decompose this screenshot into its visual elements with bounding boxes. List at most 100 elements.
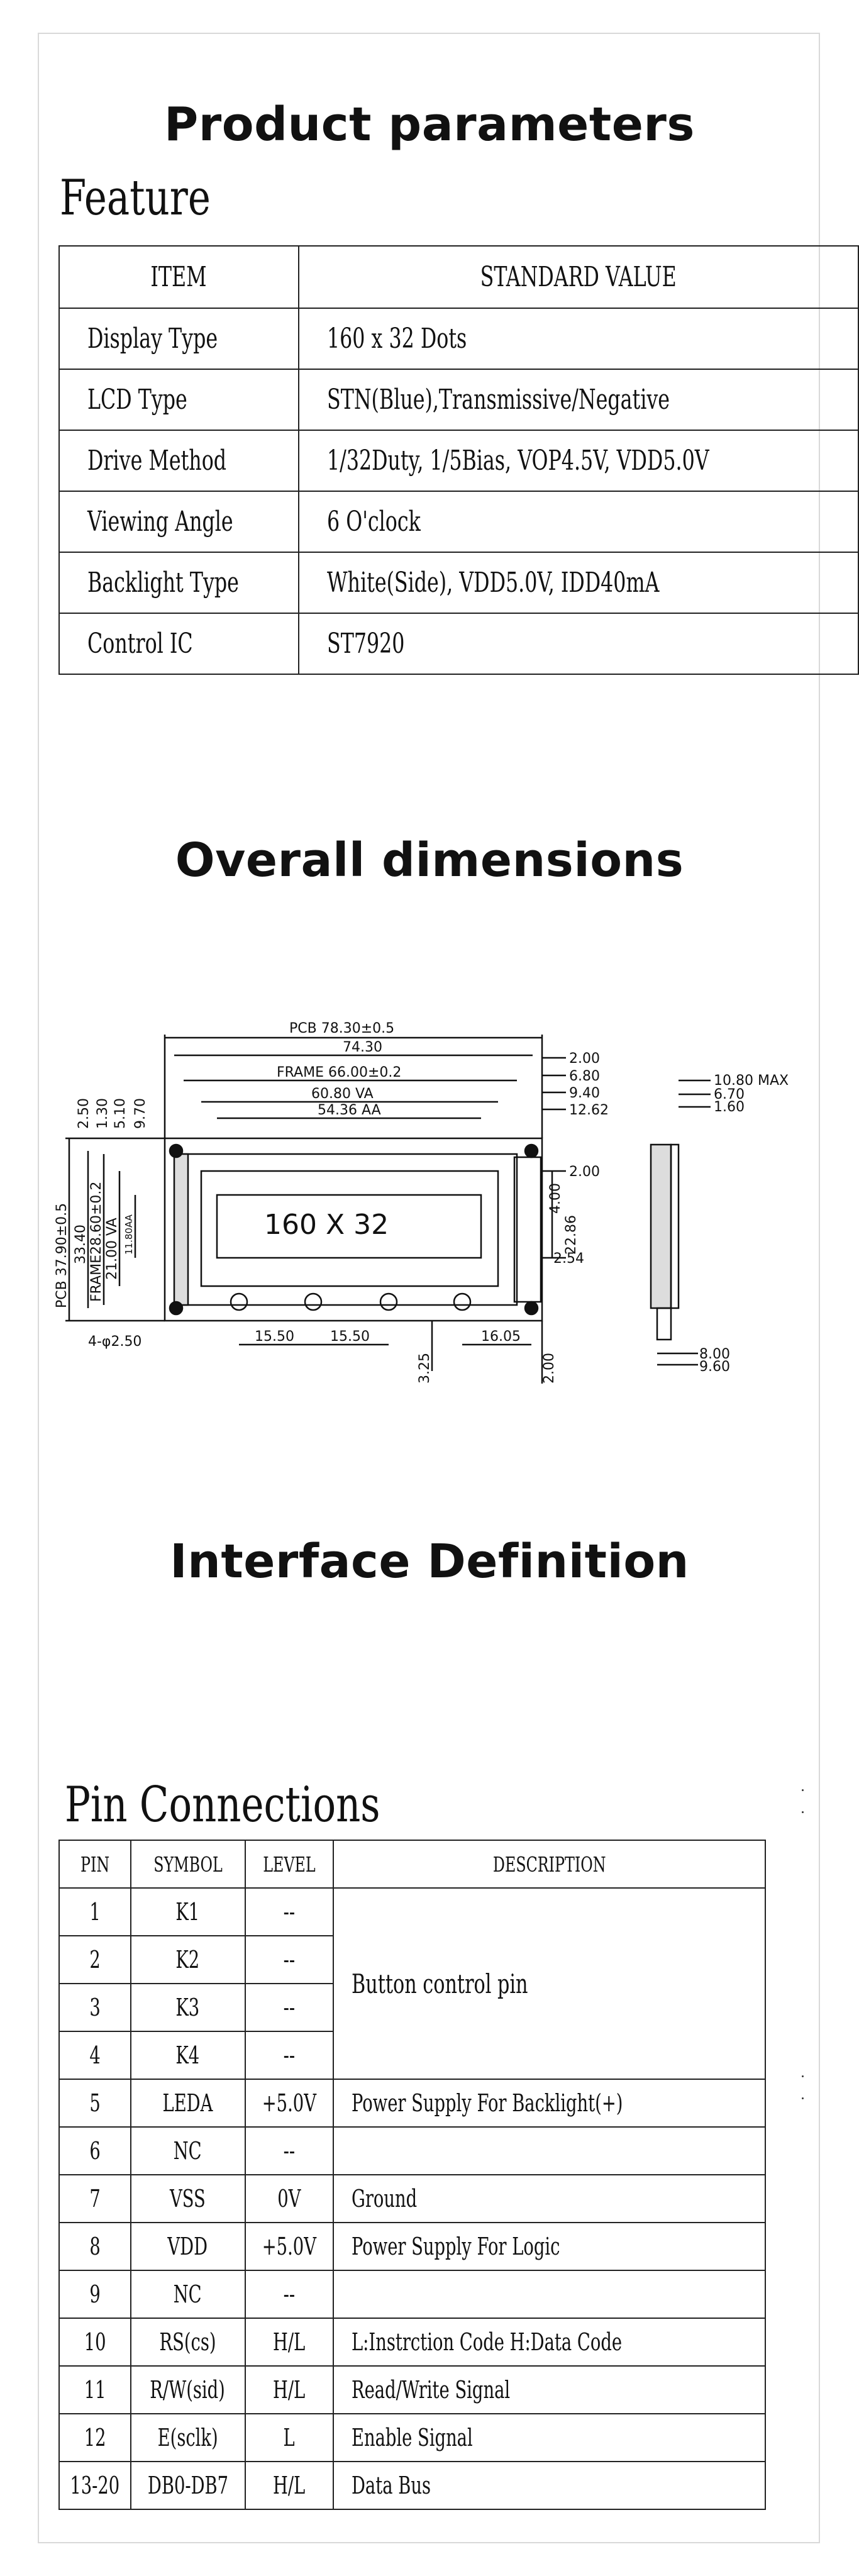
dim-6-80: 6.80 [569,1069,600,1084]
table-row: 13-20 DB0-DB7 H/L Data Bus [58,2461,767,2510]
dim-side-6-70: 6.70 [714,1087,745,1102]
pin-description-buttons: Button control pin [351,1968,528,1999]
mounting-hole [524,1143,539,1158]
pin-level: -- [283,2041,295,2069]
table-row: 10 RS(cs) H/L L:Instrction Code H:Data C… [58,2318,767,2367]
pin-description: Enable Signal [351,2424,473,2451]
dim-va-width: 60.80 VA [311,1086,374,1102]
header-description: DESCRIPTION [492,1852,606,1877]
pin-symbol: VDD [167,2233,208,2260]
dim-22-86: 22.86 [563,1215,579,1255]
table-row: LCD Type STN(Blue),Transmissive/Negative [58,369,859,431]
table-row: 2 K2 -- [58,1935,765,1984]
pin-symbol: LEDA [162,2089,213,2117]
dim-aa-height: 11.80AA [123,1214,135,1255]
dim-2-00-top: 2.00 [569,1051,600,1067]
dot-mark [802,2097,804,2099]
feature-value: White(Side), VDD5.0V, IDD40mA [326,567,659,599]
pin-number: 10 [84,2328,106,2356]
left-connector [173,1153,189,1306]
feature-item: Viewing Angle [87,506,233,538]
pin-number: 9 [89,2280,101,2308]
feature-value: 1/32Duty, 1/5Bias, VOP4.5V, VDD5.0V [326,445,709,477]
header-item: ITEM [58,245,299,309]
feature-value: STN(Blue),Transmissive/Negative [326,384,670,416]
feature-item: Drive Method [87,445,227,477]
button-k3 [379,1292,398,1311]
dimension-drawing-svg: PCB 78.30±0.5 74.30 FRAME 66.00±0.2 60.8… [54,1021,789,1384]
page-border [38,33,820,2543]
pin-number: 3 [89,1994,101,2021]
pin-number: 6 [89,2137,101,2165]
table-row: 11 R/W(sid) H/L Read/Write Signal [58,2365,767,2414]
dim-74-30: 74.30 [343,1040,382,1055]
pin-number: 4 [89,2041,101,2069]
header-symbol: SYMBOL [153,1852,223,1877]
feature-value: 160 x 32 Dots [326,323,467,355]
pin-level: -- [283,1898,295,1926]
aa-window [216,1194,482,1259]
pin-symbol: NC [174,2137,202,2165]
pin-number: 7 [89,2185,101,2212]
side-view-pin [656,1307,672,1341]
table-row: Display Type 160 x 32 Dots [58,308,859,370]
pin-level: 0V [277,2185,301,2212]
pin-table: PIN SYMBOL LEVEL DESCRIPTION 1 K1 -- But… [58,1840,767,2510]
dim-frame-height: FRAME28.60±0.2 [89,1182,104,1302]
side-view-pcb [670,1143,680,1309]
table-row: 5 LEDA +5.0V Power Supply For Backlight(… [58,2079,767,2128]
dim-4-00: 4.00 [548,1183,563,1214]
pin-description: Power Supply For Logic [351,2233,560,2260]
dot-mark [802,1811,804,1813]
table-row: 9 NC -- [58,2270,767,2319]
dim-hole: 4-φ2.50 [88,1334,141,1350]
section-title-interface-definition: Interface Definition [170,1535,689,1589]
pin-description: Read/Write Signal [351,2376,510,2404]
va-outline [200,1170,499,1287]
header-level: LEVEL [262,1852,316,1877]
feature-item: LCD Type [87,384,187,416]
dot-mark [802,1789,804,1791]
feature-item: Backlight Type [87,567,239,599]
pin-symbol: K1 [175,1898,200,1926]
dim-2-00-right: 2.00 [569,1164,600,1180]
button-k4 [453,1292,472,1311]
pin-number: 2 [89,1946,101,1974]
dim-1-30: 1.30 [95,1098,111,1129]
pin-number: 12 [84,2424,106,2451]
pin-level: +5.0V [262,2233,316,2260]
table-row: Backlight Type White(Side), VDD5.0V, IDD4… [58,552,859,614]
table-header-row: PIN SYMBOL LEVEL DESCRIPTION [58,1840,767,1889]
pin-level: H/L [272,2328,306,2356]
feature-item: Display Type [87,323,218,355]
dim-side-9-60: 9.60 [699,1359,730,1375]
table-row: Drive Method 1/32Duty, 1/5Bias, VOP4.5V, … [58,430,859,492]
pin-level: -- [283,2137,295,2165]
dim-33-40: 33.40 [73,1224,89,1264]
dim-12-62: 12.62 [569,1102,609,1118]
dim-2-54: 2.54 [553,1251,584,1267]
dim-9-70: 9.70 [133,1098,148,1129]
pin-symbol: R/W(sid) [150,2376,226,2404]
pin-level: L [283,2424,295,2451]
mounting-hole [169,1301,184,1316]
pin-symbol: K3 [175,1994,200,2021]
feature-value: ST7920 [326,628,405,660]
pin-symbol: E(sclk) [157,2424,218,2451]
table-row: 4 K4 -- [58,2031,765,2080]
table-row: 7 VSS 0V Ground [58,2174,767,2223]
dim-pcb-width: PCB 78.30±0.5 [289,1021,394,1036]
side-view-body [650,1143,672,1309]
pin-symbol: RS(cs) [159,2328,216,2356]
pin-number: 5 [89,2089,101,2117]
dim-side-1-60: 1.60 [714,1099,745,1115]
dim-5-10: 5.10 [113,1098,128,1129]
lcd-display-text: 160 X 32 [264,1209,389,1241]
dot-mark [802,2075,804,2077]
dim-9-40: 9.40 [569,1085,600,1101]
pin-number: 1 [89,1898,101,1926]
pin-number: 8 [89,2233,101,2260]
button-k1 [230,1292,248,1311]
